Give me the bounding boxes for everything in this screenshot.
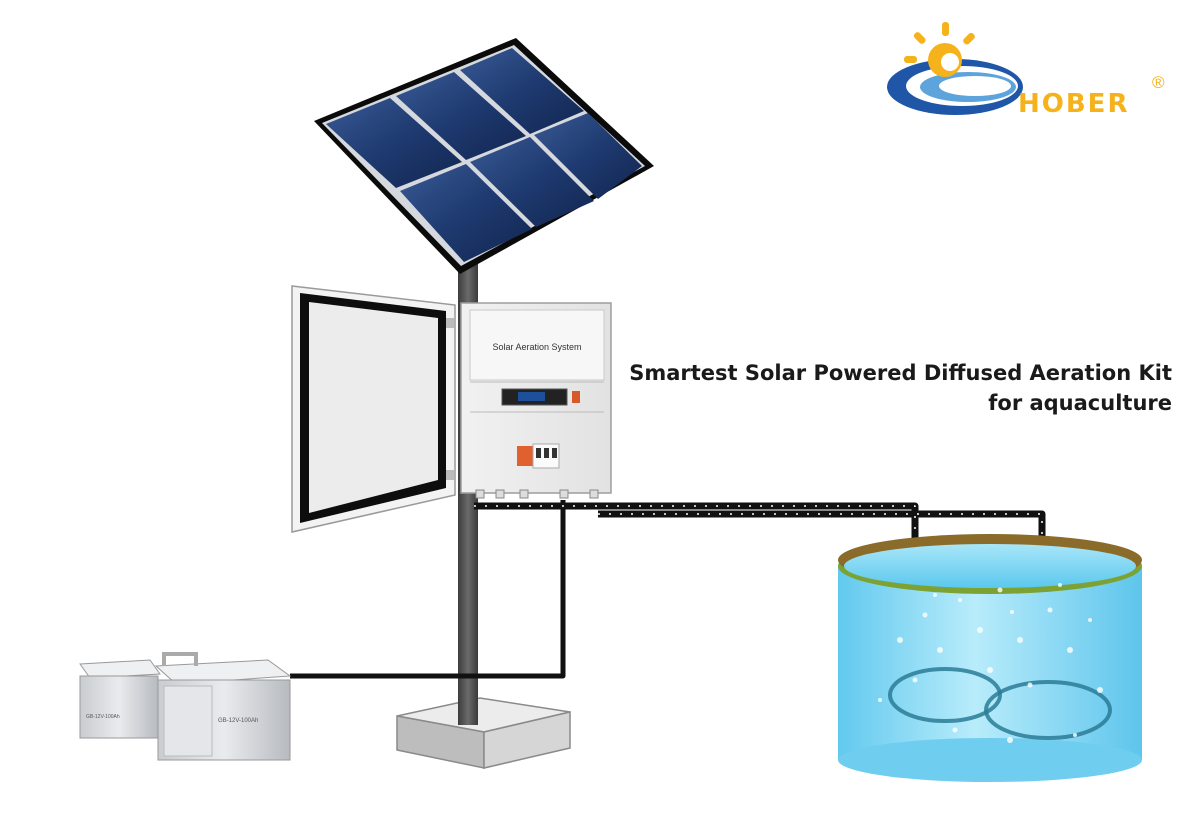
breaker-switch — [517, 446, 533, 466]
panel-label: Solar Aeration System — [492, 342, 581, 352]
sun-icon — [904, 22, 975, 77]
headline-line-2: for aquaculture — [988, 391, 1172, 415]
diffuser-ring-left — [888, 667, 1002, 723]
battery-left: GB-12V-100Ah — [79, 659, 161, 739]
pond-tank — [838, 534, 1142, 782]
power-cable — [290, 500, 566, 679]
concrete-base — [396, 697, 571, 769]
headline-line-1: Smartest Solar Powered Diffused Aeration… — [629, 361, 1172, 385]
brand-name: HOBER — [1018, 89, 1129, 119]
svg-text:GB-12V-100Ah: GB-12V-100Ah — [86, 714, 120, 720]
control-box: Solar Aeration System — [460, 302, 612, 499]
solar-panel — [314, 38, 654, 274]
air-bubbles — [878, 583, 1103, 743]
diffuser-ring-right — [984, 680, 1112, 740]
lcd-display — [518, 392, 545, 401]
battery-right: GB-12V-100Ah — [154, 652, 292, 761]
control-box-door — [291, 285, 456, 533]
registered-mark: ® — [1152, 73, 1165, 92]
svg-text:GB-12V-100Ah: GB-12V-100Ah — [218, 718, 258, 724]
hober-logo: HOBER ® — [887, 22, 1165, 119]
